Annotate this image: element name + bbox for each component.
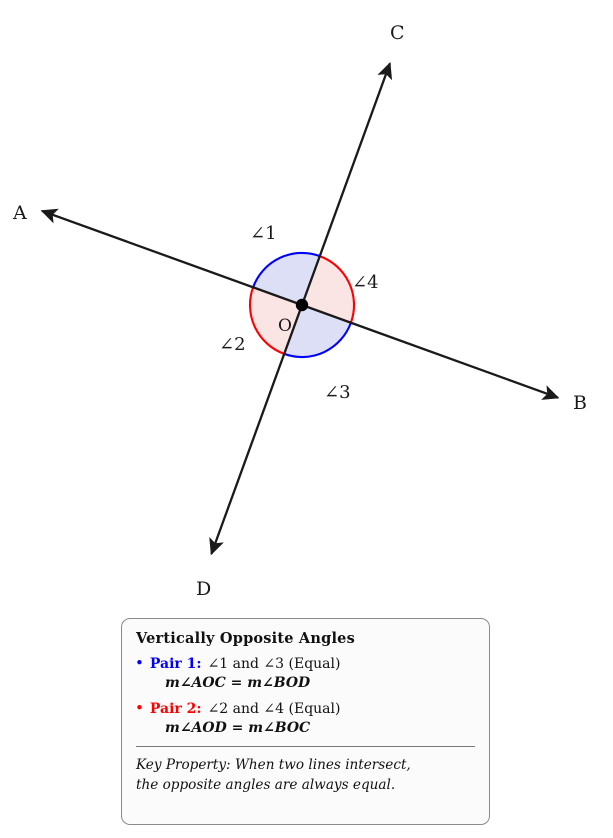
pair-1-description: ∠1 and ∠3 (Equal) xyxy=(207,656,341,672)
pair-2-name: Pair 2: xyxy=(149,701,202,717)
ray-od xyxy=(209,304,304,556)
key-property-text: Key Property: When two lines intersect, … xyxy=(136,756,476,795)
key-property-line-1: Key Property: When two lines intersect, xyxy=(136,757,411,773)
angle-sector-1 xyxy=(253,252,320,305)
legend-title: Vertically Opposite Angles xyxy=(136,630,355,647)
point-label-a: A xyxy=(12,202,27,224)
angle-arc-4 xyxy=(319,255,356,324)
point-label-d: D xyxy=(196,578,211,600)
angle-arc-3 xyxy=(283,322,352,359)
ray-oa xyxy=(40,208,303,307)
angle-label-3: ∠3 xyxy=(324,382,351,403)
key-property-line-2: the opposite angles are always equal. xyxy=(136,776,396,793)
pair-1-name: Pair 1: xyxy=(149,656,202,672)
angle-arc-2 xyxy=(248,286,285,355)
pair-2-equation: m∠AOD = m∠BOC xyxy=(165,720,311,736)
origin-label-o: O xyxy=(278,316,292,336)
point-label-b: B xyxy=(573,392,587,414)
angle-sector-2 xyxy=(249,287,302,354)
bullet-icon-red: • xyxy=(135,699,144,717)
angle-label-2: ∠2 xyxy=(219,334,246,355)
angle-arc-1 xyxy=(252,251,321,288)
legend-pair-2: • Pair 2: ∠2 and ∠4 (Equal) xyxy=(135,699,476,718)
angle-sector-3 xyxy=(284,305,351,358)
ray-oc xyxy=(300,62,393,306)
angle-label-4: ∠4 xyxy=(352,272,379,293)
angle-sector-4 xyxy=(302,256,355,323)
legend-pair-1: • Pair 1: ∠1 and ∠3 (Equal) xyxy=(135,654,476,673)
point-label-c: C xyxy=(390,22,405,44)
angle-label-1: ∠1 xyxy=(250,223,277,244)
pair-2-description: ∠2 and ∠4 (Equal) xyxy=(207,701,341,717)
ray-ob xyxy=(301,303,560,400)
pair-1-equation: m∠AOC = m∠BOD xyxy=(165,675,311,691)
bullet-icon-blue: • xyxy=(135,654,144,672)
legend-box: Vertically Opposite Angles • Pair 1: ∠1 … xyxy=(121,618,490,825)
intersection-point xyxy=(295,298,309,312)
legend-divider xyxy=(136,746,475,747)
